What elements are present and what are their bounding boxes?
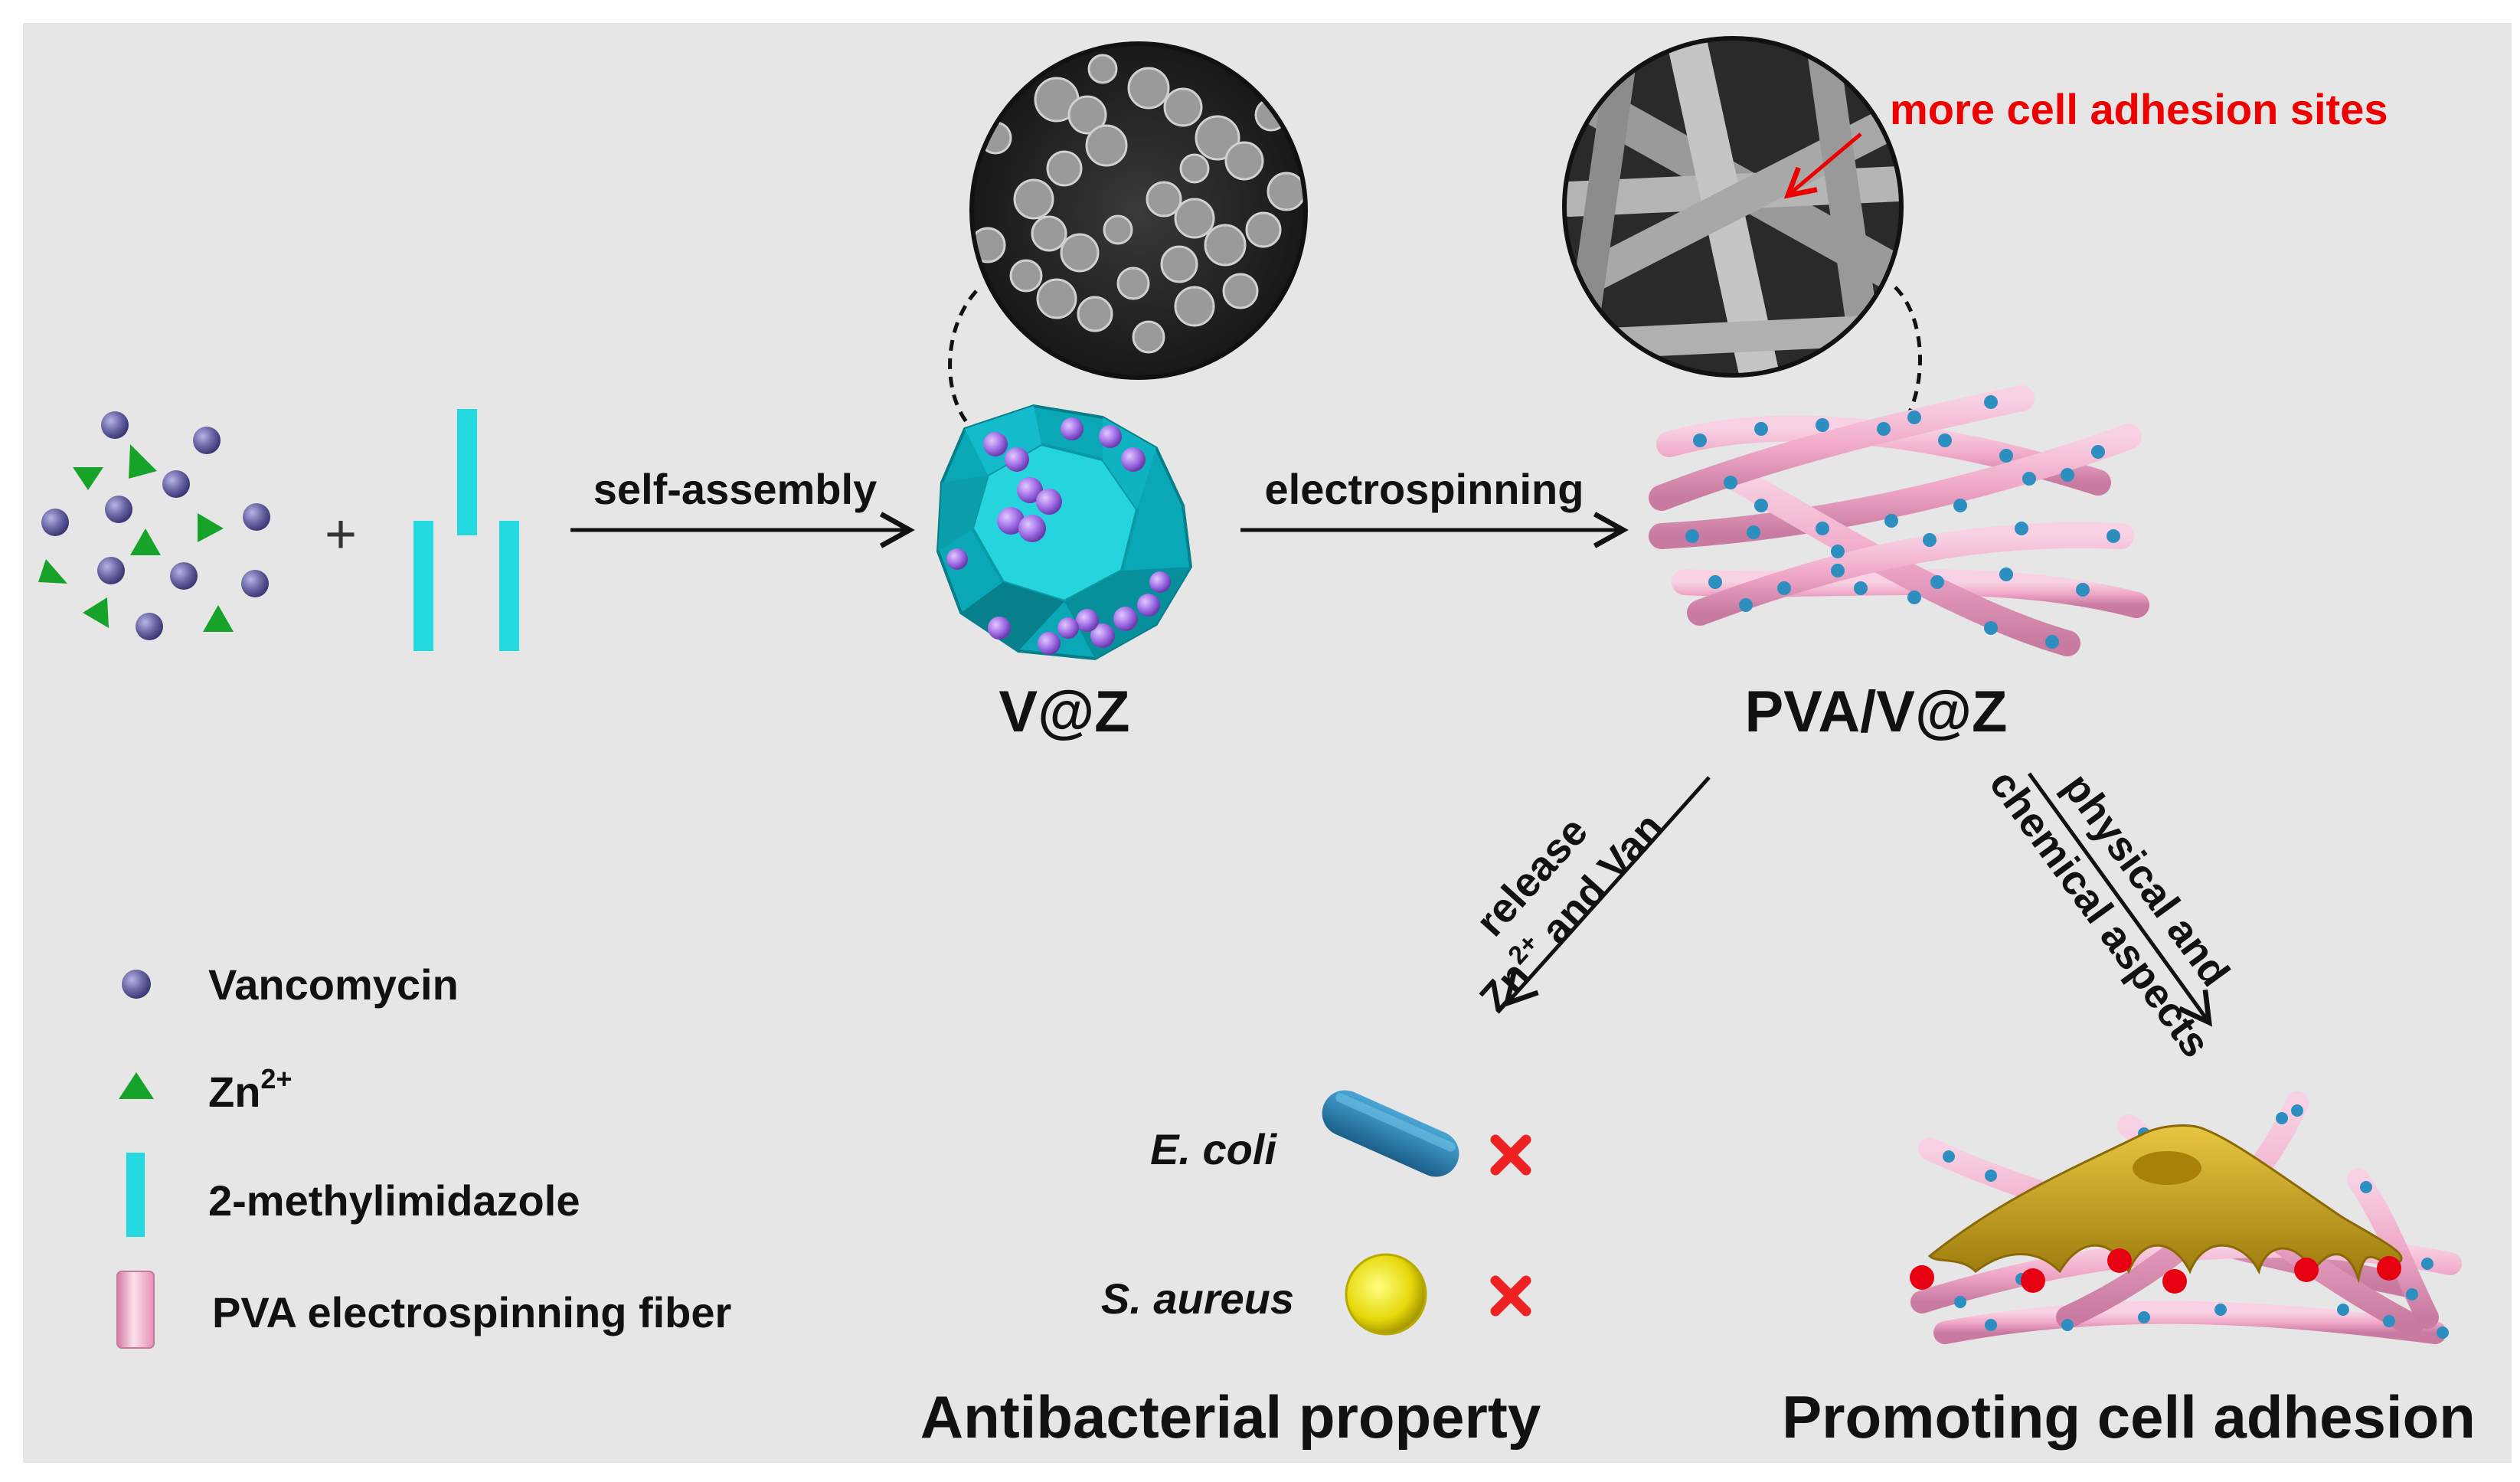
zinc-ion-triangle [130, 528, 161, 555]
adherent-cell [1927, 1124, 2403, 1284]
sem-image-particles [969, 41, 1308, 380]
annotation-label: more cell adhesion sites [1890, 85, 2388, 133]
vancomycin-sphere [193, 427, 221, 454]
vancomycin-sphere [243, 503, 270, 531]
ecoli-cross-icon [1490, 1134, 1531, 1176]
legend-fiber-label: PVA electrospinning fiber [212, 1288, 731, 1336]
sem-image-fibers [1562, 36, 1904, 378]
adhesion-site-dot [2294, 1258, 2319, 1282]
cell-adhesion-outcome: Promoting cell adhesion [1782, 1091, 2476, 1451]
physical-chemical-arrow [2027, 772, 2213, 1027]
product-pva-vz-label: PVA/V@Z [1745, 679, 2008, 744]
annotation-arrow [1783, 132, 1862, 199]
plus-sign: + [325, 504, 357, 565]
legend: Vancomycin Zn2+ 2-methylimidazole PVA el… [116, 960, 731, 1349]
vancomycin-sphere [101, 411, 129, 439]
vancomycin-sphere [162, 470, 190, 498]
self-assembly-label: self-assembly [593, 465, 877, 513]
imidazole-bar [457, 409, 477, 535]
saureus-label: S. aureus [1101, 1274, 1294, 1323]
cell-adhesion-title: Promoting cell adhesion [1782, 1383, 2476, 1451]
vancomycin-sphere [170, 562, 198, 590]
vancomycin-sphere [241, 570, 269, 597]
zinc-ion-triangle [83, 597, 109, 628]
ecoli-rod [1322, 1090, 1459, 1177]
zinc-ion-triangle [203, 605, 234, 632]
vancomycin-sphere [41, 509, 69, 536]
antibacterial-outcome: E. coli S. aureus Antibacterial property [920, 1090, 1541, 1451]
imidazole-bars [413, 409, 519, 651]
sem-connector-dashed [948, 290, 978, 430]
cell-nucleus [2133, 1151, 2201, 1185]
adhesion-site-dot [2107, 1248, 2132, 1273]
legend-zinc-label: Zn2+ [208, 1063, 292, 1116]
antibacterial-title: Antibacterial property [920, 1383, 1541, 1451]
vancomycin-sphere [97, 557, 125, 584]
ecoli-label: E. coli [1150, 1125, 1277, 1173]
adhesion-site-dot [2162, 1269, 2187, 1294]
legend-imidazole-label: 2-methylimidazole [208, 1176, 580, 1225]
zinc-ion-triangle [129, 444, 157, 479]
legend-vancomycin-label: Vancomycin [208, 960, 459, 1009]
release-arrow [1503, 776, 1711, 1008]
vancomycin-sphere [105, 496, 132, 523]
adhesion-site-dot [1910, 1265, 1934, 1290]
adhesion-site-dot [2377, 1256, 2401, 1281]
pva-vz-fiber-mesh [1649, 385, 2149, 656]
vz-polyhedron [936, 404, 1193, 661]
adhesion-site-dot [2021, 1268, 2045, 1293]
reactant-cluster [38, 411, 270, 640]
vancomycin-sphere [136, 613, 163, 640]
saureus-cross-icon [1490, 1275, 1531, 1317]
zinc-ion-triangle [198, 513, 224, 542]
electrospinning-label: electrospinning [1265, 465, 1584, 513]
product-vz-label: V@Z [999, 679, 1129, 744]
imidazole-bar [499, 521, 519, 651]
zinc-ion-triangle [38, 559, 67, 584]
saureus-sphere [1345, 1253, 1427, 1336]
legend-imidazole-icon [126, 1153, 145, 1237]
legend-vancomycin-icon [122, 970, 151, 999]
imidazole-bar [413, 521, 433, 651]
zinc-ion-triangle [73, 467, 103, 490]
legend-zinc-icon [119, 1072, 154, 1099]
legend-fiber-icon [116, 1271, 155, 1349]
